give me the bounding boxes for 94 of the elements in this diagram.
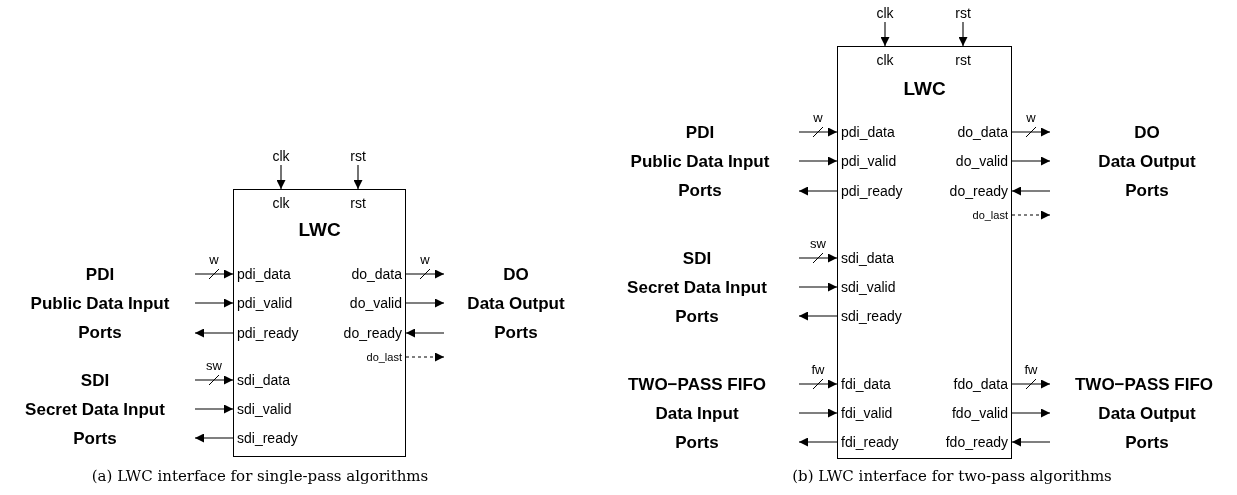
block-title: LWC <box>903 78 946 100</box>
port-label: rst <box>955 46 971 70</box>
bus-width-label: fw <box>811 363 825 377</box>
port-label: do_data <box>351 264 406 284</box>
signal-label: rst <box>955 4 971 22</box>
port-label: clk <box>272 189 290 213</box>
port-label: pdi_valid <box>837 151 897 171</box>
signal-label: clk <box>272 147 290 165</box>
port-label: sdi_ready <box>837 306 902 326</box>
port-label: sdi_data <box>233 370 290 390</box>
port-label: fdo_data <box>953 374 1012 394</box>
block-outline <box>837 46 1012 459</box>
port-label: fdi_valid <box>837 403 893 423</box>
port-label: fdi_ready <box>837 432 899 452</box>
port-label: fdo_valid <box>951 403 1012 423</box>
signal-arrow <box>405 328 445 338</box>
signal-arrow <box>798 156 838 166</box>
port-label: sdi_valid <box>837 277 896 297</box>
port-label: do_last <box>972 208 1012 222</box>
port-label: fdo_ready <box>945 432 1012 452</box>
port-label: rst <box>350 189 366 213</box>
port-group-label: PDI <box>685 121 715 144</box>
port-label: fdi_data <box>837 374 891 394</box>
port-label: sdi_valid <box>233 399 292 419</box>
signal-arrow <box>405 298 445 308</box>
signal-arrow <box>1011 210 1051 220</box>
signal-arrow <box>194 375 234 385</box>
bus-width-label: w <box>1026 111 1036 125</box>
port-group-label: DO <box>503 263 529 286</box>
port-label: do_ready <box>949 181 1012 201</box>
bus-width-label: fw <box>1024 363 1038 377</box>
signal-arrow <box>798 437 838 447</box>
bus-width-label: sw <box>810 237 826 251</box>
port-label: do_valid <box>349 293 406 313</box>
port-label: pdi_ready <box>837 181 903 201</box>
port-label: pdi_data <box>233 264 291 284</box>
figure-caption: (a) LWC interface for single-pass algorithms <box>91 466 429 486</box>
signal-arrow <box>194 298 234 308</box>
port-group-label: Secret Data Input Ports <box>626 276 768 328</box>
signal-arrow <box>798 282 838 292</box>
signal-arrow <box>798 379 838 389</box>
signal-arrow <box>798 253 838 263</box>
figure-caption: (b) LWC interface for two-pass algorithms <box>792 466 1112 486</box>
signal-arrow <box>958 21 968 47</box>
port-group-label: SDI <box>682 247 712 270</box>
port-group-label: PDI <box>85 263 115 286</box>
block-title: LWC <box>298 219 341 241</box>
signal-arrow <box>1011 156 1051 166</box>
signal-arrow <box>1011 186 1051 196</box>
port-label: do_valid <box>955 151 1012 171</box>
port-group-label: DO <box>1134 121 1160 144</box>
signal-arrow <box>1011 408 1051 418</box>
port-label: do_data <box>957 122 1012 142</box>
signal-arrow <box>880 21 890 47</box>
port-label: pdi_valid <box>233 293 293 313</box>
port-group-label: Data Output Ports <box>1097 150 1197 202</box>
bus-width-label: w <box>420 253 430 267</box>
port-group-label: Secret Data Input Ports <box>24 398 166 450</box>
port-group-label: TWO−PASS FIFO <box>627 373 767 396</box>
port-label: clk <box>876 46 894 70</box>
signal-arrow <box>194 328 234 338</box>
signal-arrow <box>405 352 445 362</box>
bus-width-label: w <box>813 111 823 125</box>
signal-arrow <box>194 269 234 279</box>
signal-arrow <box>353 164 363 190</box>
port-group-label: SDI <box>80 369 110 392</box>
port-label: do_last <box>366 350 406 364</box>
port-group-label: Data Output Ports <box>466 292 566 344</box>
signal-label: rst <box>350 147 366 165</box>
port-label: sdi_data <box>837 248 894 268</box>
signal-arrow <box>276 164 286 190</box>
port-label: sdi_ready <box>233 428 298 448</box>
port-group-label: TWO−PASS FIFO <box>1074 373 1214 396</box>
port-group-label: Public Data Input Ports <box>629 150 771 202</box>
port-group-label: Data Input Ports <box>654 402 740 454</box>
signal-arrow <box>1011 127 1051 137</box>
bus-width-label: sw <box>206 359 222 373</box>
signal-arrow <box>798 186 838 196</box>
block-outline <box>233 189 406 457</box>
port-group-label: Data Output Ports <box>1097 402 1197 454</box>
port-label: do_ready <box>343 323 406 343</box>
signal-arrow <box>405 269 445 279</box>
port-group-label: Public Data Input Ports <box>29 292 171 344</box>
signal-arrow <box>798 408 838 418</box>
signal-arrow <box>194 433 234 443</box>
signal-arrow <box>1011 437 1051 447</box>
signal-arrow <box>798 127 838 137</box>
signal-label: clk <box>876 4 894 22</box>
signal-arrow <box>1011 379 1051 389</box>
signal-arrow <box>798 311 838 321</box>
port-label: pdi_data <box>837 122 895 142</box>
bus-width-label: w <box>209 253 219 267</box>
port-label: pdi_ready <box>233 323 299 343</box>
signal-arrow <box>194 404 234 414</box>
